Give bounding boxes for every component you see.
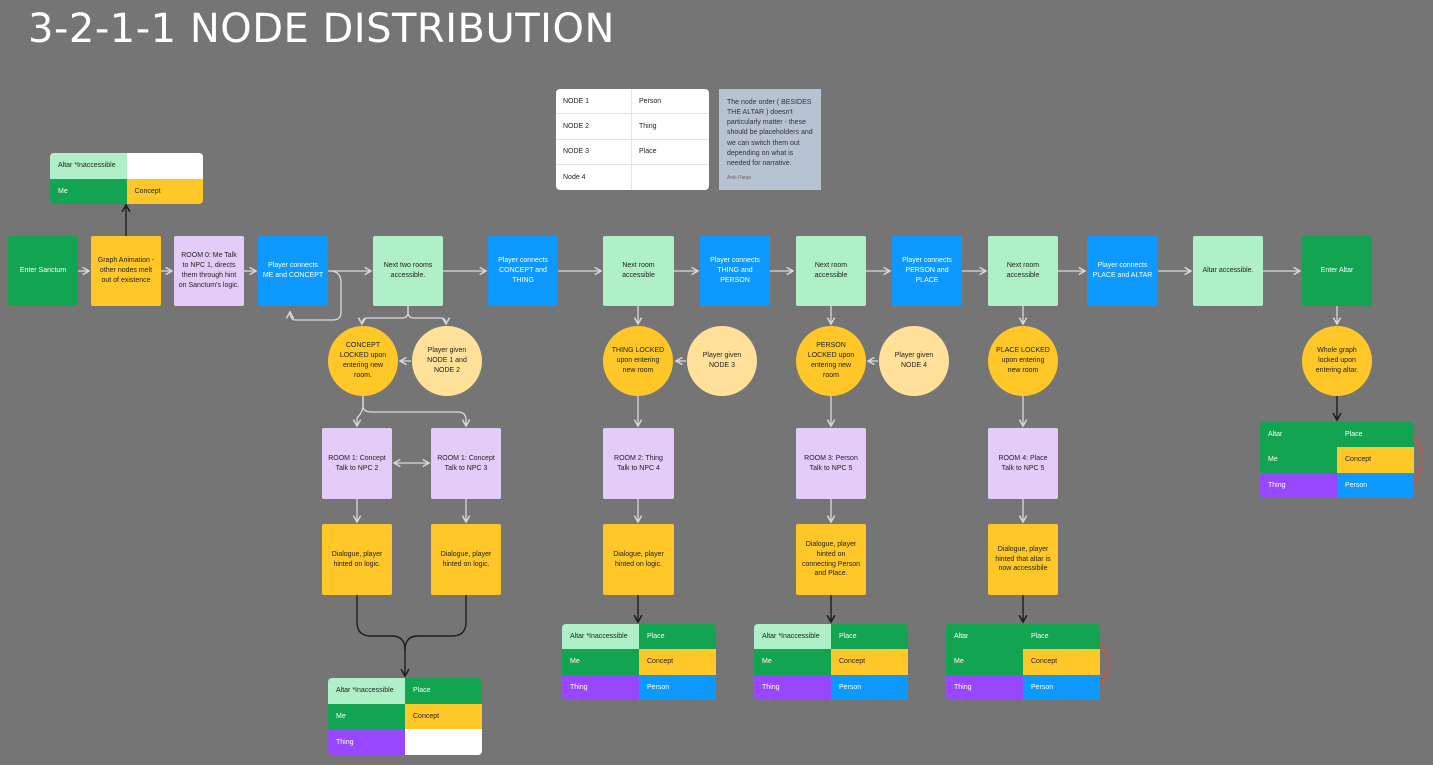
edge bbox=[404, 595, 467, 651]
flow-node-next-room-c[interactable]: Next room accessible bbox=[988, 236, 1058, 306]
flow-node-connect-thing-person[interactable]: Player connects THING and PERSON bbox=[700, 236, 770, 306]
state-table-start: Altar *Inaccessible Me Concept bbox=[50, 153, 203, 204]
edge bbox=[407, 306, 451, 326]
cell: Place bbox=[1023, 624, 1100, 650]
cell: Concept bbox=[831, 649, 908, 675]
cell: Person bbox=[1023, 674, 1100, 700]
flow-node-enter-altar[interactable]: Enter Altar bbox=[1302, 236, 1372, 306]
state-table-after-room2: Altar *Inaccessible Place Me Concept Thi… bbox=[562, 624, 716, 700]
cell: Place bbox=[639, 624, 716, 650]
cell: Concept bbox=[639, 649, 716, 675]
state-table-after-room3: Altar *Inaccessible Place Me Concept Thi… bbox=[754, 624, 908, 700]
flow-node-connect-me-concept[interactable]: Player connects ME and CONCEPT bbox=[258, 236, 328, 306]
note-text: The node order ( BESIDES THE ALTAR ) doe… bbox=[727, 99, 813, 167]
node-type: Person bbox=[632, 89, 709, 115]
circle-place-locked[interactable]: PLACE LOCKED upon entering new room bbox=[988, 326, 1058, 396]
flow-node-room4[interactable]: ROOM 4: Place Talk to NPC 5 bbox=[988, 428, 1058, 499]
flow-node-connect-place-altar[interactable]: Player connects PLACE and ALTAR bbox=[1087, 236, 1158, 306]
node-label: NODE 2 bbox=[556, 114, 632, 140]
cell: Concept bbox=[405, 703, 482, 730]
cell: Person bbox=[831, 674, 908, 700]
flow-node-room1-npc2[interactable]: ROOM 1: Concept Talk to NPC 2 bbox=[322, 428, 392, 499]
node-type-table: NODE 1 Person NODE 2 Thing NODE 3 Place … bbox=[556, 89, 709, 190]
flow-node-room1-npc3[interactable]: ROOM 1: Concept Talk to NPC 3 bbox=[431, 428, 501, 499]
flow-node-connect-person-place[interactable]: Player connects PERSON and PLACE bbox=[892, 236, 962, 306]
node-type: Place bbox=[632, 140, 709, 165]
cell: Altar *Inaccessible bbox=[50, 153, 127, 179]
node-type bbox=[632, 165, 709, 190]
cell bbox=[126, 153, 203, 179]
flow-node-room3[interactable]: ROOM 3: Person Talk to NPC 5 bbox=[796, 428, 866, 499]
circle-given-node3[interactable]: Player given NODE 3 bbox=[687, 326, 757, 396]
flow-node-dialogue-1[interactable]: Dialogue, player hinted on logic. bbox=[322, 524, 392, 595]
cell: Concept bbox=[1023, 649, 1100, 675]
circle-given-node4[interactable]: Player given NODE 4 bbox=[879, 326, 949, 396]
cell: Place bbox=[1337, 422, 1414, 448]
flow-node-dialogue-3[interactable]: Dialogue, player hinted on logic. bbox=[603, 524, 674, 595]
cell: Thing bbox=[328, 729, 405, 755]
edge bbox=[357, 306, 409, 326]
flow-node-enter-sanctum[interactable]: Enter Sanctum bbox=[8, 236, 78, 306]
cell: Thing bbox=[946, 674, 1023, 700]
cell: Place bbox=[831, 624, 908, 650]
page-title: 3-2-1-1 NODE DISTRIBUTION bbox=[28, 6, 615, 52]
cell: Me bbox=[1260, 447, 1337, 473]
cell: Altar bbox=[946, 624, 1023, 650]
edge bbox=[352, 396, 364, 428]
cell: Concept bbox=[1337, 447, 1414, 473]
cell: Place bbox=[405, 678, 482, 704]
sticky-note: The node order ( BESIDES THE ALTAR ) doe… bbox=[719, 89, 821, 190]
node-label: NODE 3 bbox=[556, 139, 632, 165]
circle-concept-locked[interactable]: CONCEPT LOCKED upon entering new room. bbox=[328, 326, 398, 396]
node-type: Thing bbox=[632, 114, 709, 140]
node-label: NODE 1 bbox=[556, 89, 632, 115]
flow-node-connect-concept-thing[interactable]: Player connects CONCEPT and THING bbox=[488, 236, 558, 306]
circle-thing-locked[interactable]: THING LOCKED upon entering new room bbox=[603, 326, 673, 396]
cell bbox=[405, 729, 482, 755]
cell: Concept bbox=[126, 178, 203, 204]
edge bbox=[356, 595, 410, 678]
flow-node-dialogue-4[interactable]: Dialogue, player hinted on connecting Pe… bbox=[796, 524, 866, 595]
flow-node-altar-accessible[interactable]: Altar accessible. bbox=[1193, 236, 1263, 306]
flow-node-dialogue-5[interactable]: Dialogue, player hinted that altar is no… bbox=[988, 524, 1058, 595]
cell: Me bbox=[50, 178, 127, 204]
edge bbox=[362, 396, 471, 428]
cell: Altar bbox=[1260, 422, 1337, 448]
state-table-after-room4: Altar Place Me Concept Thing Person bbox=[946, 624, 1100, 700]
state-table-altar: Altar Place Me Concept Thing Person bbox=[1260, 422, 1414, 498]
edge bbox=[285, 270, 342, 321]
circle-person-locked[interactable]: PERSON LOCKED upon entering new room bbox=[796, 326, 866, 396]
flow-node-dialogue-2[interactable]: Dialogue, player hinted on logic. bbox=[431, 524, 501, 595]
circle-given-node12[interactable]: Player given NODE 1 and NODE 2 bbox=[412, 326, 482, 396]
cell: Person bbox=[1337, 472, 1414, 498]
circle-whole-graph-locked[interactable]: Whole graph locked upon entering altar. bbox=[1302, 326, 1372, 396]
cell: Me bbox=[946, 649, 1023, 675]
flow-node-next-two-rooms[interactable]: Next two rooms accessible. bbox=[373, 236, 443, 306]
cell: Me bbox=[754, 649, 831, 675]
flow-node-graph-animation[interactable]: Graph Animation - other nodes melt out o… bbox=[91, 236, 161, 306]
state-table-after-room1: Altar *Inaccessible Place Me Concept Thi… bbox=[328, 678, 482, 755]
flow-node-room2[interactable]: ROOM 2: Thing Talk to NPC 4 bbox=[603, 428, 674, 499]
cell: Thing bbox=[754, 674, 831, 700]
cell: Altar *Inaccessible bbox=[328, 678, 405, 704]
cell: Thing bbox=[1260, 472, 1337, 498]
cell: Altar *Inaccessible bbox=[754, 624, 831, 650]
cell: Person bbox=[639, 674, 716, 700]
cell: Thing bbox=[562, 674, 639, 700]
note-author: Anik Panja bbox=[727, 174, 751, 181]
cell: Me bbox=[562, 649, 639, 675]
node-label: Node 4 bbox=[556, 164, 632, 190]
cell: Altar *Inaccessible bbox=[562, 624, 639, 650]
flow-node-room0[interactable]: ROOM 0: Me Talk to NPC 1, directs them t… bbox=[174, 236, 244, 306]
flow-node-next-room-a[interactable]: Next room accessible bbox=[603, 236, 674, 306]
cell: Me bbox=[328, 703, 405, 730]
flow-node-next-room-b[interactable]: Next room accessible bbox=[796, 236, 866, 306]
